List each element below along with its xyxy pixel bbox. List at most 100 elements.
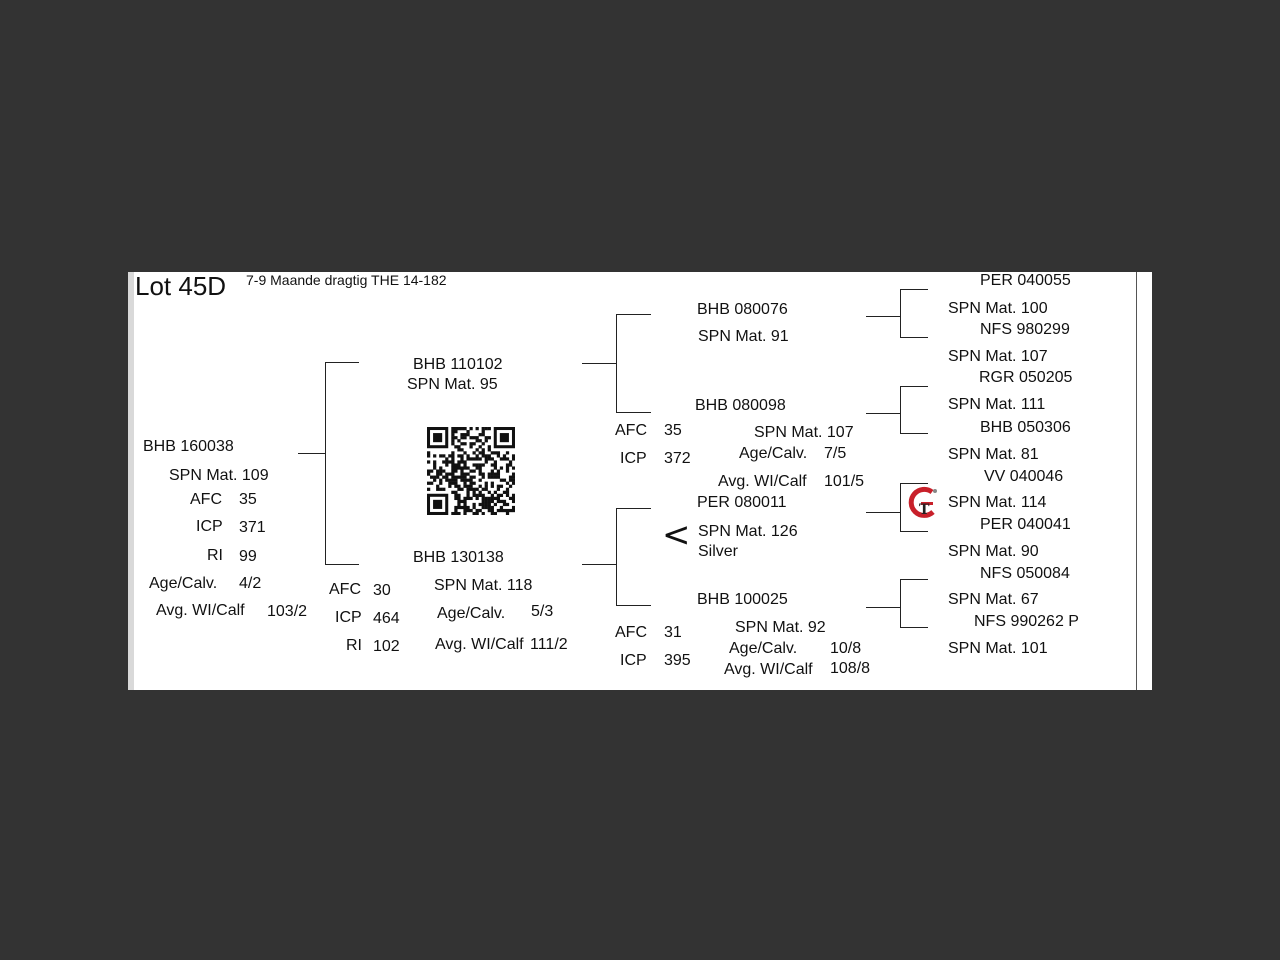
dd-spn: SPN Mat. 92 [735,619,826,636]
animal-id: BHB 160038 [143,438,234,455]
connector-line [298,453,326,454]
dam-icp-label: ICP [335,609,362,626]
connector-line [616,412,651,413]
connector-line [866,512,900,513]
connector-line [900,531,928,532]
animal-age-value: 4/2 [239,575,262,592]
connector-line [616,508,617,606]
animal-afc-value: 35 [239,491,257,508]
gen3-id: NFS 990262 P [974,613,1079,630]
gen3-id: PER 040055 [980,272,1071,289]
ds-spn: SPN Mat. 126 [698,523,798,540]
dam-spn: SPN Mat. 118 [434,577,533,594]
gt-logo-icon: T [908,486,937,518]
connector-line [325,362,359,363]
pedigree-card: Lot 45D 7-9 Maande dragtig THE 14-182 BH… [128,272,1152,690]
dd-afc-label: AFC [615,624,647,641]
connector-line [582,363,616,364]
animal-spn: SPN Mat. 109 [169,467,269,484]
gen3-id: BHB 050306 [980,419,1071,436]
animal-icp-label: ICP [196,518,223,535]
sd-spn: SPN Mat. 107 [754,424,854,441]
animal-icp-value: 371 [239,519,266,536]
dam-id: BHB 130138 [413,549,504,566]
dam-icp-value: 464 [373,610,400,627]
gen3-spn: SPN Mat. 90 [948,543,1039,560]
less-than-icon: < [662,515,691,555]
animal-avg-label: Avg. WI/Calf [156,602,245,619]
connector-line [900,337,928,338]
dd-avg-value: 108/8 [830,660,871,677]
dam-avg-label: Avg. WI/Calf [435,636,524,653]
ss-id: BHB 080076 [697,301,788,318]
sd-afc-value: 35 [664,422,682,439]
ss-spn: SPN Mat. 91 [698,328,789,345]
card-left-edge [128,272,134,690]
ds-extra: Silver [698,543,739,560]
connector-line [900,627,928,628]
sd-icp-label: ICP [620,450,647,467]
card-right-edge [1136,272,1152,690]
connector-line [900,483,901,532]
sd-age-label: Age/Calv. [739,445,808,462]
gen3-spn: SPN Mat. 101 [948,640,1048,657]
dd-avg-label: Avg. WI/Calf [724,661,813,678]
animal-ri-label: RI [207,547,223,564]
connector-line [900,289,901,338]
pregnancy-note: 7-9 Maande dragtig THE 14-182 [246,272,447,288]
dam-afc-label: AFC [329,581,361,598]
dam-ri-value: 102 [373,638,400,655]
animal-afc-label: AFC [190,491,222,508]
sd-afc-label: AFC [615,422,647,439]
connector-line [582,564,616,565]
lot-number: Lot 45D [135,272,227,301]
connector-line [900,433,928,434]
dd-afc-value: 31 [664,624,682,641]
connector-line [900,386,928,387]
connector-line [325,564,359,565]
sd-id: BHB 080098 [695,397,786,414]
gen3-spn: SPN Mat. 67 [948,591,1039,608]
connector-line [866,413,900,414]
animal-age-label: Age/Calv. [149,575,218,592]
dam-ri-label: RI [346,637,362,654]
dd-age-label: Age/Calv. [729,640,798,657]
sd-avg-value: 101/5 [824,473,865,490]
connector-line [900,579,901,628]
dd-icp-value: 395 [664,652,691,669]
dam-age-value: 5/3 [531,603,554,620]
animal-avg-value: 103/2 [267,603,308,620]
connector-line [900,579,928,580]
gen3-id: NFS 050084 [980,565,1070,582]
gen3-spn: SPN Mat. 111 [948,396,1046,413]
dd-id: BHB 100025 [697,591,788,608]
dam-age-label: Age/Calv. [437,605,506,622]
sd-age-value: 7/5 [824,445,847,462]
gen3-spn: SPN Mat. 100 [948,300,1048,317]
dam-afc-value: 30 [373,582,391,599]
gen3-spn: SPN Mat. 114 [948,494,1047,511]
sd-icp-value: 372 [664,450,691,467]
svg-text:T: T [919,502,930,518]
connector-line [325,362,326,565]
gen3-spn: SPN Mat. 107 [948,348,1048,365]
ds-id: PER 080011 [697,494,787,511]
connector-line [866,607,900,608]
gen3-id: RGR 050205 [979,369,1073,386]
dd-icp-label: ICP [620,652,647,669]
gen3-id: VV 040046 [984,468,1064,485]
connector-line [900,289,928,290]
connector-line [900,483,928,484]
sire-id: BHB 110102 [413,356,503,373]
connector-line [616,314,617,413]
connector-line [616,605,651,606]
dd-age-value: 10/8 [830,640,862,657]
connector-line [866,316,900,317]
sd-avg-label: Avg. WI/Calf [718,473,807,490]
gen3-spn: SPN Mat. 81 [948,446,1039,463]
connector-line [616,314,651,315]
dam-avg-value: 111/2 [530,636,568,653]
qr-code-icon [427,427,515,515]
connector-line [900,386,901,434]
sire-spn: SPN Mat. 95 [407,376,498,393]
